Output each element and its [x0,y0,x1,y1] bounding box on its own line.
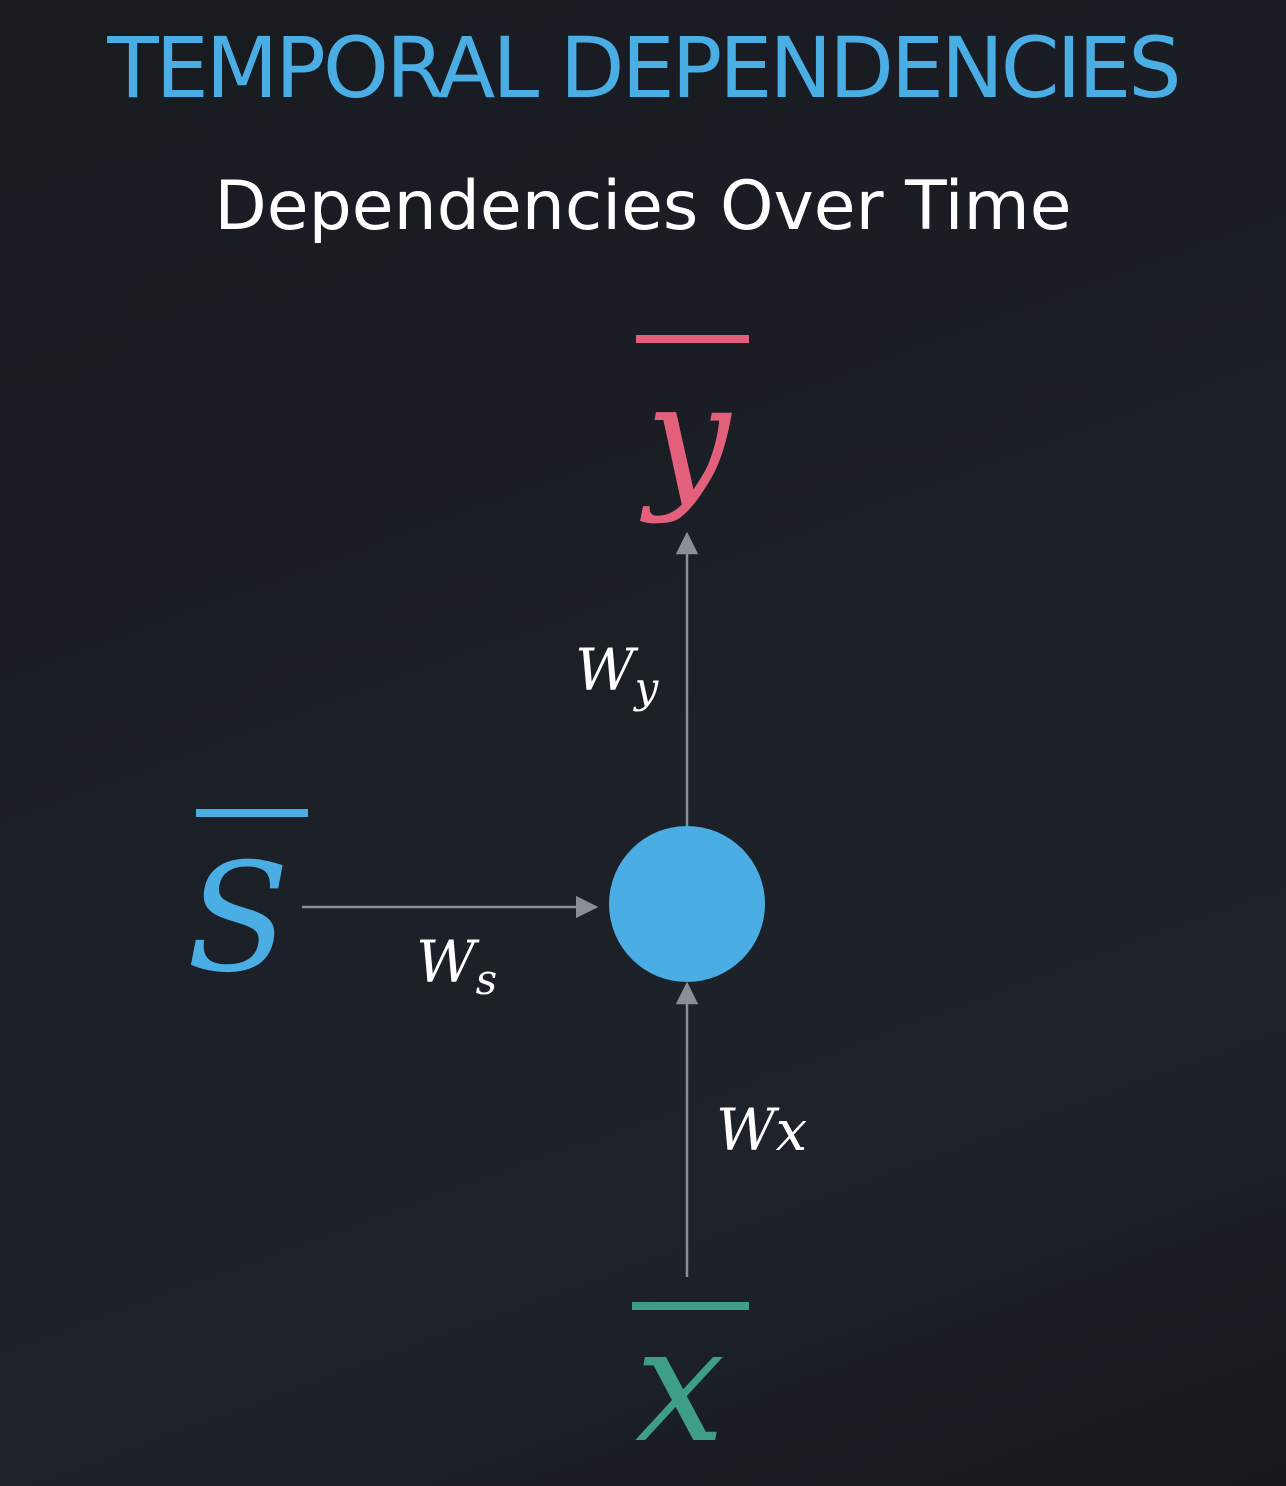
weight-label-output: Wy [575,636,660,712]
input-label: x [635,1291,725,1478]
weight-output-base: W [575,636,639,704]
input-overline [632,1302,749,1310]
weight-state-base: W [416,928,480,996]
input-variable: x [632,1291,749,1478]
weight-input-base: W [716,1096,780,1164]
output-variable: y [636,335,749,526]
slide-subtitle: Dependencies Over Time [214,167,1072,246]
weight-output-sub: y [633,663,660,712]
state-variable: S [187,809,308,1006]
state-label: S [187,832,290,1006]
weight-input-sub: x [776,1099,808,1164]
hidden-node [609,826,765,982]
weight-label-input: Wx [716,1096,807,1164]
weight-state-sub: s [476,955,498,1004]
slide-title: TEMPORAL DEPENDENCIES [107,19,1181,117]
weight-label-state: Ws [416,928,497,1004]
output-overline [636,335,749,343]
state-overline [196,809,308,817]
output-label: y [640,352,733,526]
